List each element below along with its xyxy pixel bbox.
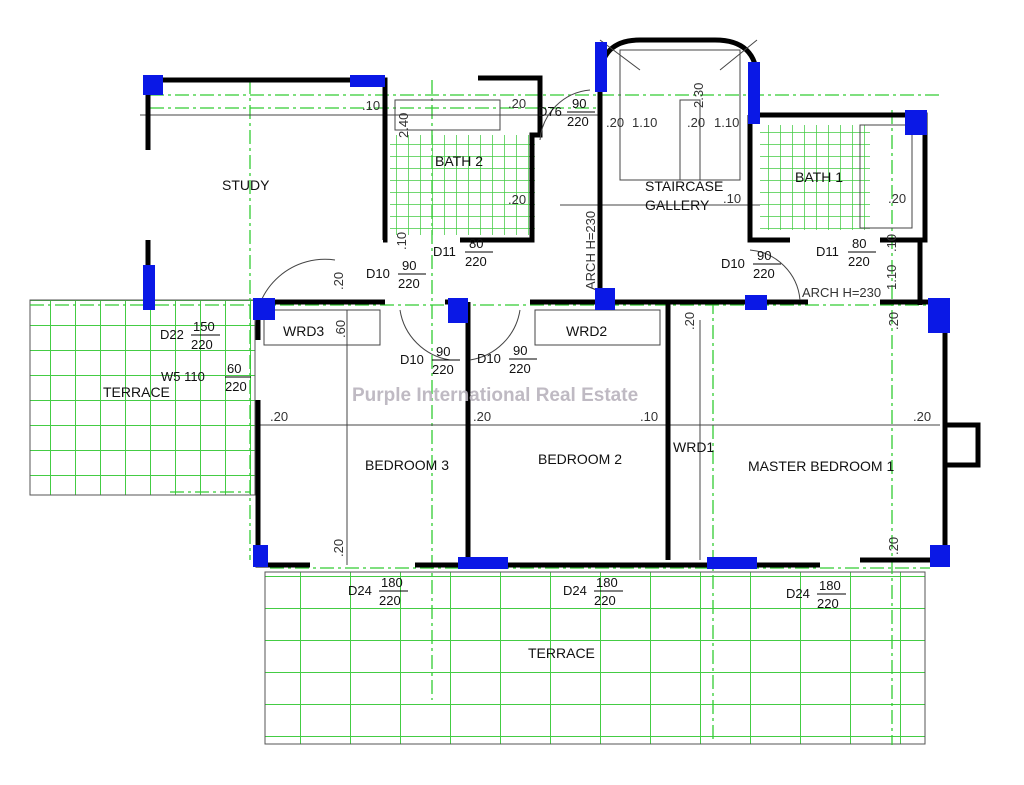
svg-text:220: 220 [432, 362, 454, 377]
opening-tag: D10 90 220 [366, 258, 426, 291]
svg-text:.20: .20 [331, 539, 346, 557]
svg-text:D24: D24 [786, 586, 810, 601]
columns [143, 42, 950, 569]
room-label-wrd3: WRD3 [283, 323, 324, 339]
svg-text:180: 180 [381, 575, 403, 590]
svg-text:.20: .20 [508, 192, 526, 207]
svg-text:.20: .20 [606, 115, 624, 130]
svg-text:D22: D22 [160, 327, 184, 342]
svg-text:D24: D24 [348, 583, 372, 598]
svg-text:90: 90 [572, 96, 586, 111]
svg-text:D24: D24 [563, 583, 587, 598]
svg-text:1.10: 1.10 [632, 115, 657, 130]
svg-text:.10: .10 [884, 234, 899, 252]
svg-text:90: 90 [402, 258, 416, 273]
svg-text:220: 220 [753, 266, 775, 281]
svg-text:1.10: 1.10 [714, 115, 739, 130]
svg-text:220: 220 [509, 361, 531, 376]
room-label-gallery: GALLERY [645, 197, 710, 213]
svg-text:.10: .10 [362, 98, 380, 113]
svg-text:90: 90 [436, 344, 450, 359]
room-label-wrd2: WRD2 [566, 323, 607, 339]
room-label-bath2: BATH 2 [435, 153, 483, 169]
room-label-master: MASTER BEDROOM 1 [748, 458, 894, 474]
svg-text:W5 110: W5 110 [161, 369, 205, 384]
svg-text:180: 180 [819, 578, 841, 593]
opening-tag: D24 180 220 [348, 575, 408, 608]
svg-text:.10: .10 [394, 232, 409, 250]
svg-text:.20: .20 [888, 191, 906, 206]
watermark: Purple International Real Estate [352, 385, 638, 406]
svg-text:.20: .20 [687, 115, 705, 130]
svg-text:180: 180 [596, 575, 618, 590]
svg-text:.20: .20 [508, 96, 526, 111]
svg-text:150: 150 [193, 319, 215, 334]
opening-tag: W5 110 60 220 [161, 361, 251, 394]
svg-text:220: 220 [817, 596, 839, 611]
svg-text:220: 220 [594, 593, 616, 608]
opening-tag: D10 90 220 [721, 248, 781, 281]
svg-text:80: 80 [852, 236, 866, 251]
room-label-terrace-left: TERRACE [103, 384, 170, 400]
dimension-labels: .10 .20 2.40 .20 .20 1.10 .20 1.10 2.30 … [270, 83, 931, 557]
room-label-wrd1: WRD1 [673, 439, 714, 455]
svg-text:.20: .20 [331, 272, 346, 290]
room-label-bath1: BATH 1 [795, 169, 843, 185]
svg-text:220: 220 [567, 114, 589, 129]
svg-text:D11: D11 [433, 244, 456, 259]
svg-text:.10: .10 [723, 191, 741, 206]
grid-lines [30, 80, 950, 745]
svg-text:220: 220 [465, 254, 487, 269]
room-label-study: STUDY [222, 177, 270, 193]
opening-tag: D11 80 220 [433, 236, 493, 269]
svg-text:60: 60 [227, 361, 241, 376]
arch-label: ARCH H=230 [802, 285, 881, 300]
svg-text:.60: .60 [333, 320, 348, 338]
svg-text:220: 220 [379, 593, 401, 608]
svg-text:220: 220 [225, 379, 247, 394]
svg-text:220: 220 [398, 276, 420, 291]
svg-text:.20: .20 [270, 409, 288, 424]
svg-text:.20: .20 [913, 409, 931, 424]
terrace-left-floor [29, 299, 256, 496]
svg-text:2.30: 2.30 [691, 83, 706, 108]
room-label-terrace-bottom: TERRACE [528, 645, 595, 661]
svg-text:D10: D10 [400, 352, 424, 367]
opening-tag: D22 150 220 [160, 319, 220, 352]
svg-text:.20: .20 [886, 312, 901, 330]
svg-text:.10: .10 [640, 409, 658, 424]
opening-tag: D24 180 220 [786, 578, 846, 611]
svg-text:220: 220 [191, 337, 213, 352]
svg-text:D76: D76 [538, 104, 562, 119]
svg-text:.20: .20 [886, 537, 901, 555]
svg-text:D11: D11 [816, 244, 839, 259]
arch-label: ARCH H=230 [583, 211, 598, 290]
opening-tag: D24 180 220 [563, 575, 623, 608]
svg-text:220: 220 [848, 254, 870, 269]
terrace-bottom-floor [264, 571, 926, 745]
bath2-floor [390, 135, 535, 235]
svg-text:.20: .20 [473, 409, 491, 424]
svg-text:D10: D10 [477, 351, 501, 366]
svg-text:.20: .20 [682, 312, 697, 330]
opening-tag: D10 90 220 [400, 344, 460, 377]
svg-text:2.40: 2.40 [396, 113, 411, 138]
opening-tag: D11 80 220 [816, 236, 876, 269]
room-label-staircase: STAIRCASE [645, 178, 723, 194]
room-label-bedroom3: BEDROOM 3 [365, 457, 449, 473]
svg-text:1.10: 1.10 [884, 265, 899, 290]
room-label-bedroom2: BEDROOM 2 [538, 451, 622, 467]
bath1-floor [760, 125, 870, 230]
svg-text:90: 90 [513, 343, 527, 358]
opening-tag: D10 90 220 [477, 343, 537, 376]
svg-text:D10: D10 [366, 266, 390, 281]
svg-text:D10: D10 [721, 256, 745, 271]
svg-text:90: 90 [757, 248, 771, 263]
svg-text:80: 80 [469, 236, 483, 251]
opening-tag: D76 90 220 [538, 96, 595, 129]
